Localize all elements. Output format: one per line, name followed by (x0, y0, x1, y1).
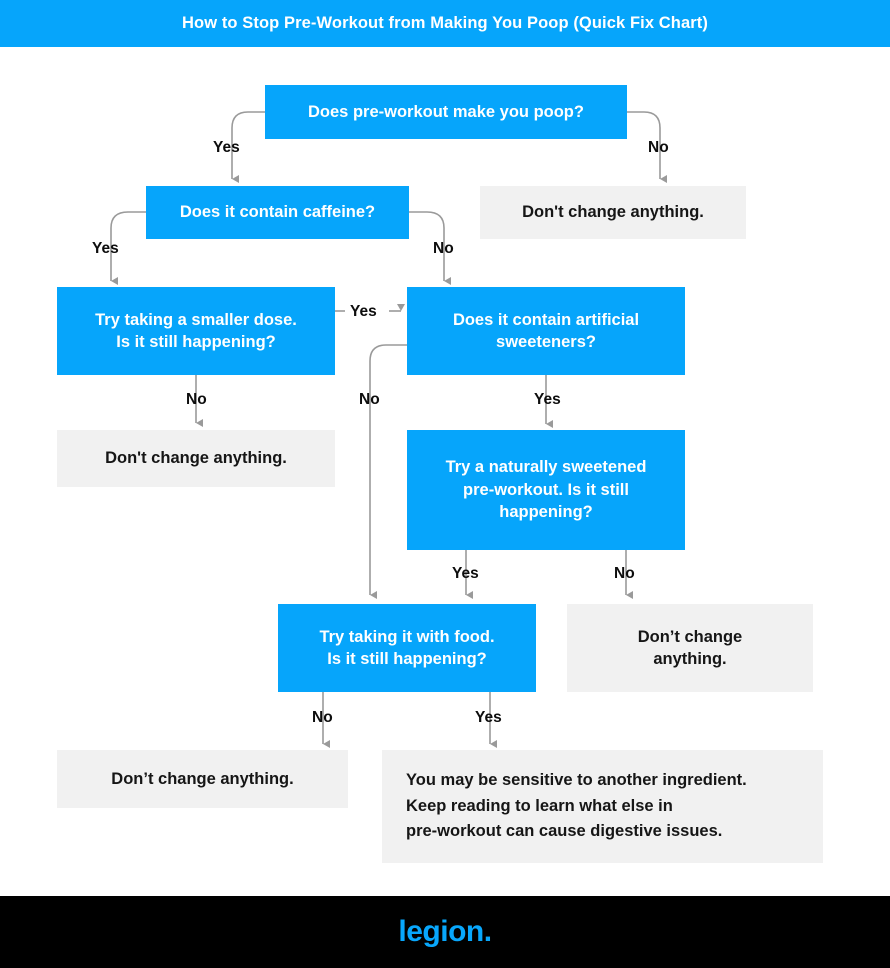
node-label: Does it contain artificial sweeteners? (452, 310, 640, 351)
node-label: Try taking it with food. Is it still hap… (319, 627, 495, 668)
node-label: Don't change anything. (522, 203, 704, 222)
node-try-naturally-sweetened-pre-workout[interactable]: Try a naturally sweetened pre-workout. I… (407, 430, 685, 550)
node-label: Don’t change anything. (637, 627, 743, 668)
node-label: Don't change anything. (105, 449, 287, 468)
node-label: Does it contain caffeine? (179, 203, 376, 222)
node-dont-change-anything-top: Don't change anything. (480, 186, 746, 239)
node-label: Try a naturally sweetened pre-workout. I… (445, 458, 647, 522)
legion-logo: legion. (398, 915, 492, 948)
node-try-smaller-dose[interactable]: Try taking a smaller dose. Is it still h… (57, 287, 335, 375)
edge-label-q6-no: No (312, 709, 333, 726)
edge-label-q1-no: No (648, 139, 669, 156)
edge-label-q4-no: No (359, 391, 380, 408)
edge-label-q6-yes: Yes (475, 709, 502, 726)
node-sensitive-to-another-ingredient: You may be sensitive to another ingredie… (382, 750, 823, 863)
edge-label-q5-yes: Yes (452, 565, 479, 582)
edge-label-q3-no: No (186, 391, 207, 408)
edge-label-q2-no: No (433, 240, 454, 257)
node-label: Does pre-workout make you poop? (308, 102, 584, 121)
edge-label-q5-no: No (614, 565, 635, 582)
footer-bar (0, 896, 890, 968)
header-bar (0, 0, 890, 47)
node-dont-change-anything-mid-left: Don't change anything. (57, 430, 335, 487)
edge-label-q3-yes: Yes (350, 303, 377, 320)
node-try-taking-it-with-food[interactable]: Try taking it with food. Is it still hap… (278, 604, 536, 692)
node-does-pre-workout-make-you-poop[interactable]: Does pre-workout make you poop? (265, 85, 627, 139)
edge-label-q1-yes: Yes (213, 139, 240, 156)
node-dont-change-anything-mid-right: Don’t change anything. (567, 604, 813, 692)
node-dont-change-anything-bottom-left: Don’t change anything. (57, 750, 348, 808)
edge-label-q4-yes: Yes (534, 391, 561, 408)
page-title: How to Stop Pre-Workout from Making You … (182, 14, 708, 32)
node-does-it-contain-artificial-sweeteners[interactable]: Does it contain artificial sweeteners? (407, 287, 685, 375)
edge-label-q2-yes: Yes (92, 240, 119, 257)
node-label: Try taking a smaller dose. Is it still h… (95, 310, 297, 351)
node-label: Don’t change anything. (111, 769, 294, 788)
node-does-it-contain-caffeine[interactable]: Does it contain caffeine? (146, 186, 409, 239)
node-label: You may be sensitive to another ingredie… (406, 771, 747, 841)
